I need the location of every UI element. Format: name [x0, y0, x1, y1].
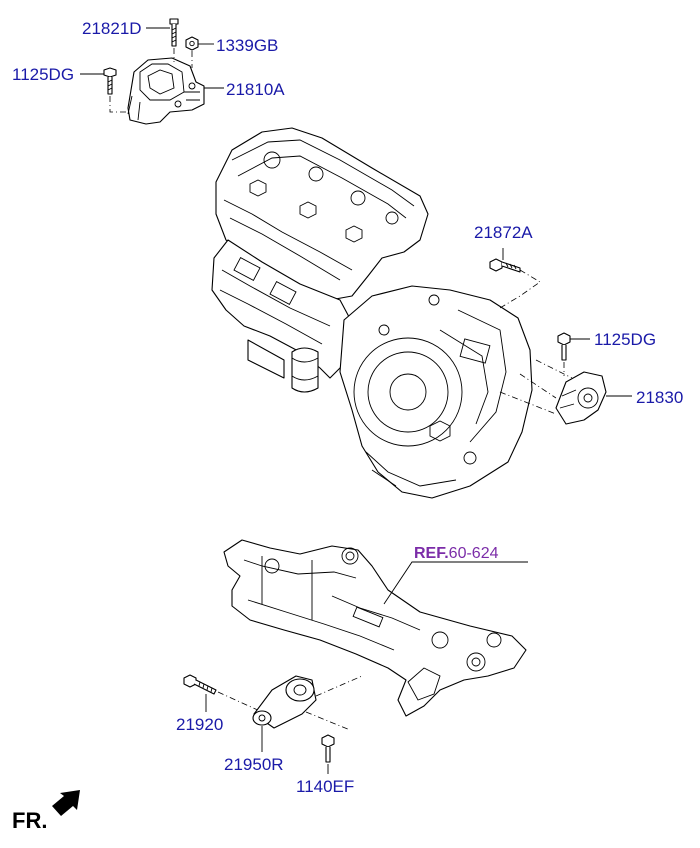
part-label-21830[interactable]: 21830	[636, 388, 684, 407]
part-label-1140ef[interactable]: 1140EF	[296, 777, 355, 796]
front-subframe	[223, 539, 527, 717]
part-label-21872a[interactable]: 21872A	[474, 223, 533, 242]
bolt-1125dg-top	[103, 67, 117, 95]
front-direction-label: FR.	[12, 808, 48, 833]
bolt-21821d	[169, 18, 179, 47]
part-label-1125dg-right[interactable]: 1125DG	[594, 330, 657, 349]
front-direction-arrow-icon	[52, 790, 80, 816]
part-label-21821d[interactable]: 21821D	[82, 19, 142, 38]
engine-mount-bracket-21810a	[127, 57, 205, 125]
bolt-1125dg-right	[557, 332, 571, 361]
bolt-21920	[183, 674, 217, 695]
engine-assembly	[211, 127, 429, 393]
bolt-1140ef	[321, 734, 335, 763]
part-label-1339gb[interactable]: 1339GB	[216, 36, 279, 55]
transmission-assembly	[339, 285, 533, 499]
part-label-21810a[interactable]: 21810A	[226, 80, 285, 99]
reference-prefix: REF.	[414, 545, 449, 562]
part-label-1125dg-top[interactable]: 1125DG	[12, 65, 75, 84]
transmission-mount-21830	[555, 371, 607, 425]
nut-1339gb	[185, 36, 199, 51]
part-label-21950r[interactable]: 21950R	[224, 755, 284, 774]
reference-label-60-624[interactable]: REF.60-624	[414, 546, 499, 562]
bolt-21872a	[489, 258, 521, 273]
reference-number: 60-624	[448, 545, 499, 562]
roll-rod-21950r	[252, 675, 317, 729]
part-label-21920[interactable]: 21920	[176, 715, 224, 734]
